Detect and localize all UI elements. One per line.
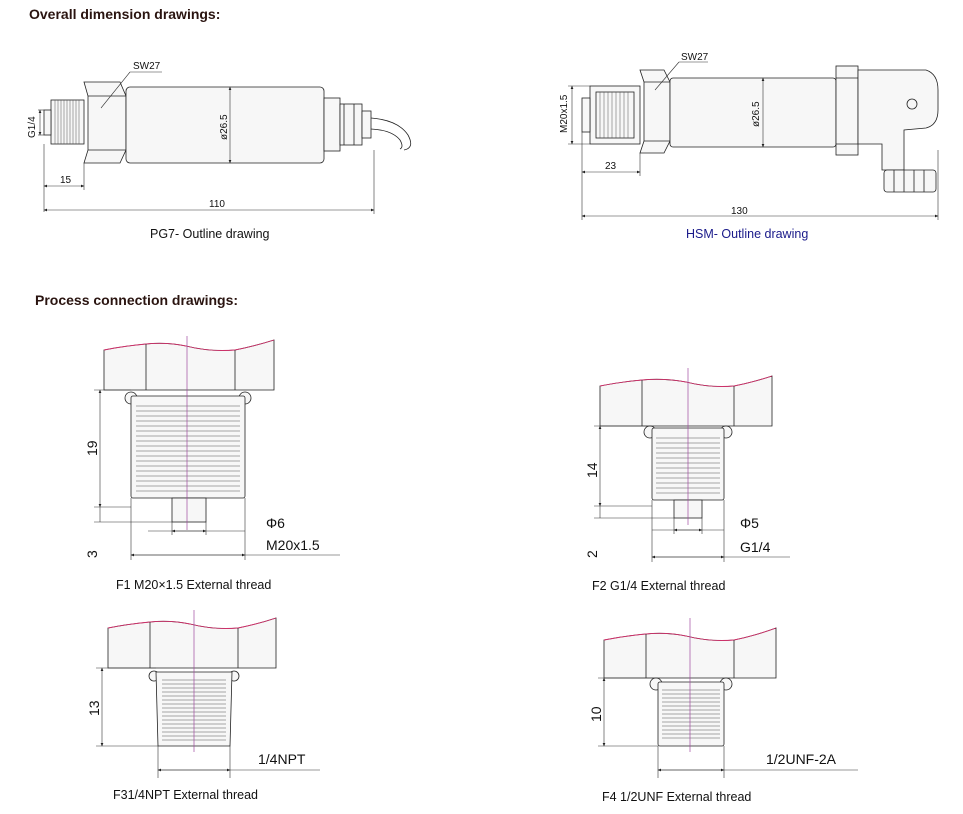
process-connection-heading: Process connection drawings:	[35, 292, 239, 308]
pg7-total-length-dim: 110	[209, 199, 225, 210]
pg7-caption: PG7- Outline drawing	[150, 227, 270, 241]
hsm-total-length-dim: 130	[731, 206, 748, 217]
pg7-cable	[370, 117, 412, 151]
hsm-thread-length-dim: 23	[605, 161, 617, 172]
f3-height-dim: 13	[86, 700, 102, 716]
hsm-diameter-label: ø26.5	[751, 101, 762, 127]
pg7-cable-gland	[323, 97, 341, 152]
f2-caption: F2 G1/4 External thread	[592, 579, 726, 593]
pg7-diameter-label: ø26.5	[219, 114, 230, 140]
f1-tip-dim: 3	[84, 550, 100, 558]
hsm-thread-label: M20x1.5	[559, 94, 570, 133]
hsm-hex-nut	[639, 69, 671, 154]
hsm-sw-label: SW27	[681, 52, 709, 63]
hsm-caption: HSM- Outline drawing	[686, 227, 809, 241]
f2-thread-label: G1/4	[740, 539, 771, 555]
f2-connection-drawing: 14 2 Φ5 G1/4	[584, 368, 790, 562]
f3-thread-label: 1/4NPT	[258, 751, 306, 767]
f4-connection-drawing: 10 1/2UNF-2A	[588, 618, 858, 778]
f4-thread-label: 1/2UNF-2A	[766, 751, 837, 767]
hsm-outline-drawing: SW27 M20x1.5 ø26.5 23 130	[559, 52, 939, 220]
pg7-thread-section	[50, 99, 85, 145]
pg7-hex-nut	[83, 81, 127, 164]
f2-tip-dim: 2	[584, 550, 600, 558]
f2-bore-label: Φ5	[740, 515, 759, 531]
f1-thread-block	[130, 395, 246, 499]
f3-connection-drawing: 13 1/4NPT	[86, 610, 320, 778]
f1-bore-tip	[171, 497, 207, 523]
f1-thread-label: M20x1.5	[266, 537, 320, 553]
hsm-connector-ring	[835, 65, 859, 156]
hsm-cable-entry	[883, 169, 937, 193]
pg7-thread-label: G1/4	[27, 116, 38, 138]
f3-caption: F31/4NPT External thread	[113, 788, 258, 802]
f1-connection-drawing: 19 3 Φ6 M20x1.5	[84, 336, 340, 560]
pg7-outline-drawing: SW27 G1/4 ø26.5 15 110	[27, 61, 412, 214]
f4-height-dim: 10	[588, 706, 604, 722]
pg7-sw-label: SW27	[133, 61, 161, 72]
f1-height-dim: 19	[84, 440, 100, 456]
f4-caption: F4 1/2UNF External thread	[602, 790, 752, 804]
f1-bore-label: Φ6	[266, 515, 285, 531]
f1-caption: F1 M20×1.5 External thread	[116, 578, 272, 592]
f2-height-dim: 14	[584, 462, 600, 478]
pg7-thread-length-dim: 15	[60, 175, 72, 186]
overall-dimension-heading: Overall dimension drawings:	[29, 6, 221, 22]
hsm-din-connector	[857, 69, 939, 171]
